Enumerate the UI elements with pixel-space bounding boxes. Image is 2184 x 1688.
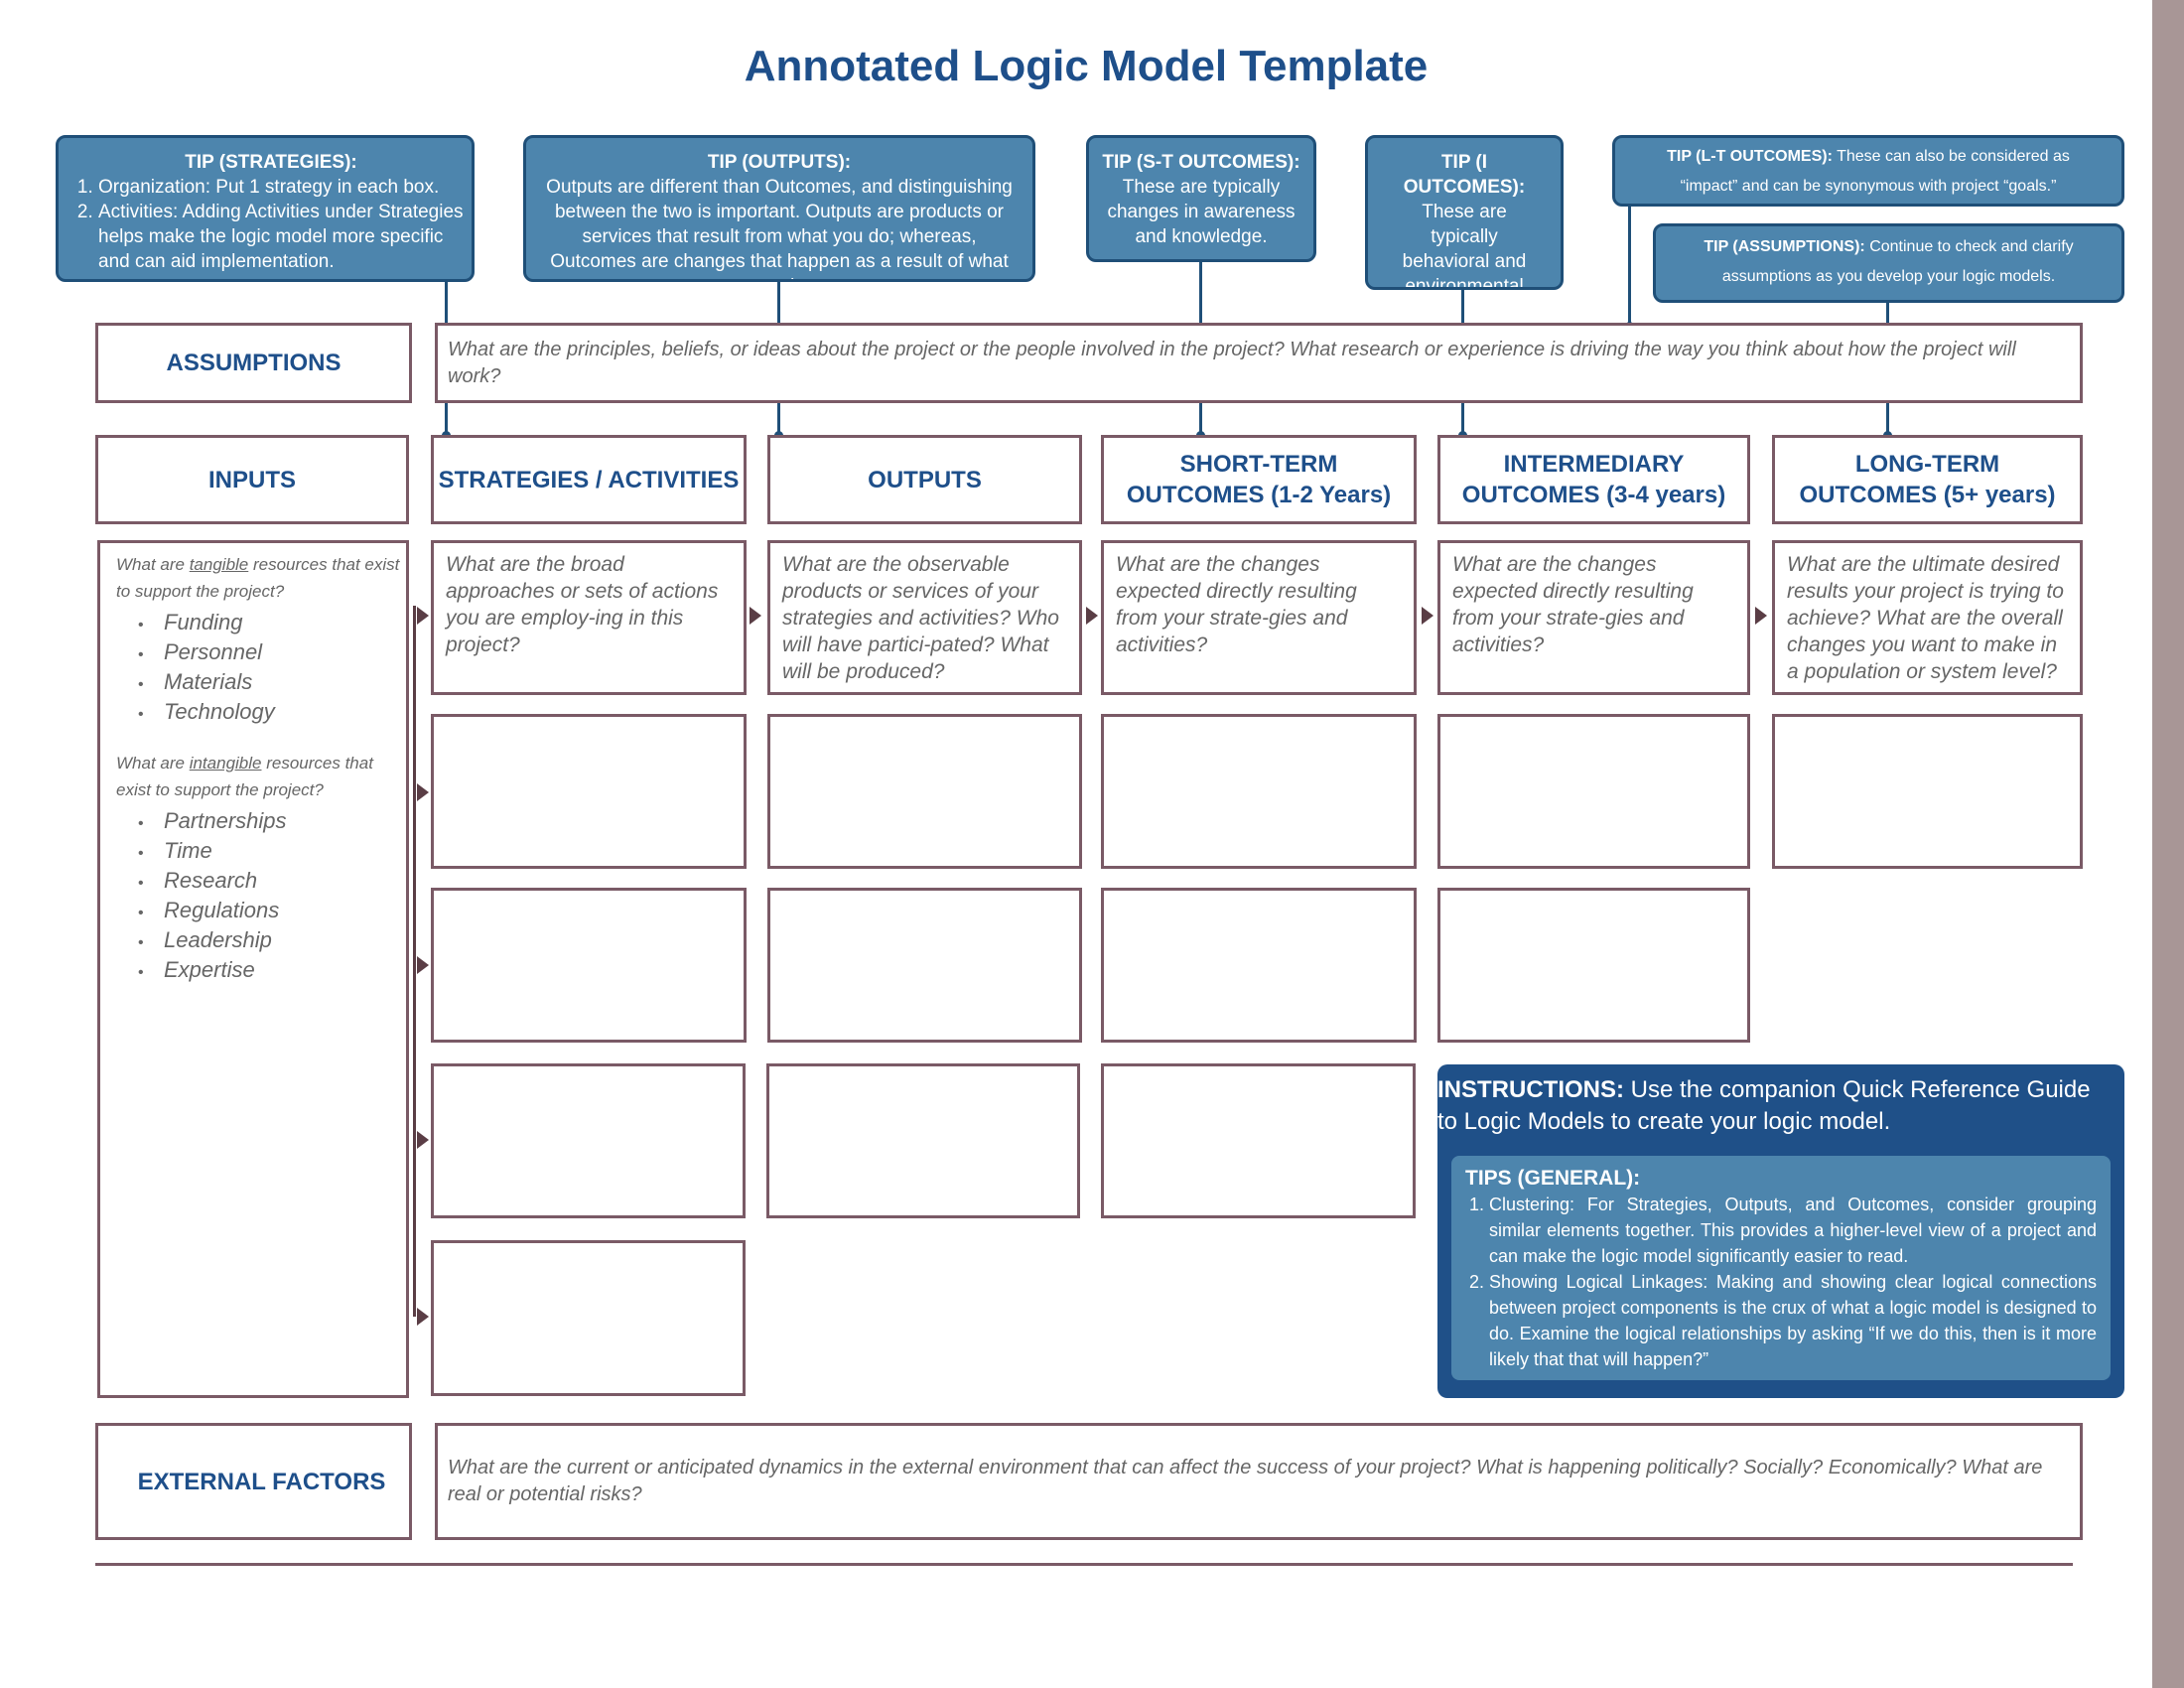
arrow-icon (417, 607, 429, 625)
tip-st-outcomes-heading: TIP (S-T OUTCOMES): (1102, 152, 1300, 173)
outputs-cell-1[interactable]: What are the observable products or serv… (767, 540, 1082, 695)
list-item: Clustering: For Strategies, Outputs, and… (1489, 1192, 2097, 1269)
bottom-divider (95, 1563, 2073, 1566)
arrow-icon (417, 956, 429, 974)
short-term-cell-4[interactable] (1101, 1063, 1416, 1218)
list-item: Research (164, 867, 406, 897)
arrow-icon (1755, 607, 1767, 625)
outputs-header-label: OUTPUTS (868, 466, 982, 493)
tip-strategies: TIP (STRATEGIES): Organization: Put 1 st… (56, 135, 475, 282)
short-term-header: SHORT-TERM OUTCOMES (1-2 Years) (1101, 435, 1417, 524)
assumptions-label-box: ASSUMPTIONS (95, 323, 412, 403)
short-term-cell-1[interactable]: What are the changes expected directly r… (1101, 540, 1417, 695)
outputs-prompt: What are the observable products or serv… (782, 553, 1059, 683)
intangible-question: What are intangible resources that exist… (116, 754, 373, 799)
list-item: Personnel (164, 638, 406, 668)
long-term-cell-1[interactable]: What are the ultimate desired results yo… (1772, 540, 2083, 695)
long-term-cell-2[interactable] (1772, 714, 2083, 869)
strategies-cell-1[interactable]: What are the broad approaches or sets of… (431, 540, 747, 695)
long-term-prompt: What are the ultimate desired results yo… (1787, 553, 2064, 683)
tip-lt-outcomes-heading: TIP (L-T OUTCOMES): (1667, 148, 1833, 165)
strategies-header: STRATEGIES / ACTIVITIES (431, 435, 747, 524)
side-strip (2152, 0, 2184, 1688)
strategies-header-label: STRATEGIES / ACTIVITIES (438, 466, 740, 493)
tip-i-outcomes-heading: TIP (I OUTCOMES): (1403, 152, 1526, 198)
tip-i-outcomes-text: These are typically behavioral and envir… (1402, 202, 1527, 290)
list-item: Funding (164, 609, 406, 638)
strategies-cell-5[interactable] (431, 1240, 746, 1396)
strategies-prompt: What are the broad approaches or sets of… (446, 553, 719, 656)
list-item: Regulations (164, 897, 406, 926)
external-factors-field[interactable]: What are the current or anticipated dyna… (435, 1423, 2083, 1540)
short-term-prompt: What are the changes expected directly r… (1116, 553, 1357, 656)
intermediary-cell-2[interactable] (1437, 714, 1750, 869)
page-title: Annotated Logic Model Template (744, 42, 1429, 90)
tip-strategies-heading: TIP (STRATEGIES): (185, 152, 357, 173)
list-item: Showing Logical Linkages: Making and sho… (1489, 1269, 2097, 1372)
outputs-header: OUTPUTS (767, 435, 1082, 524)
assumptions-label: ASSUMPTIONS (166, 350, 341, 376)
tangible-question: What are tangible resources that exist t… (116, 555, 400, 601)
list-item: Technology (164, 698, 406, 728)
short-term-header-label: SHORT-TERM OUTCOMES (1-2 Years) (1126, 451, 1392, 508)
tip-outputs: TIP (OUTPUTS): Outputs are different tha… (523, 135, 1035, 282)
tangible-list: Funding Personnel Materials Technology (116, 609, 406, 728)
external-factors-label-box: EXTERNAL FACTORS (95, 1423, 412, 1540)
outputs-cell-2[interactable] (767, 714, 1082, 869)
tip-i-outcomes: TIP (I OUTCOMES): These are typically be… (1365, 135, 1564, 290)
arrow-icon (1086, 607, 1098, 625)
short-term-cell-3[interactable] (1101, 888, 1417, 1043)
assumptions-field[interactable]: What are the principles, beliefs, or ide… (435, 323, 2083, 403)
instructions-text: INSTRUCTIONS: Use the companion Quick Re… (1437, 1076, 2091, 1135)
strategies-cell-2[interactable] (431, 714, 747, 869)
assumptions-prompt: What are the principles, beliefs, or ide… (448, 338, 2016, 387)
outputs-cell-4[interactable] (766, 1063, 1080, 1218)
strategies-cell-4[interactable] (431, 1063, 746, 1218)
tip-lt-outcomes: TIP (L-T OUTCOMES): These can also be co… (1612, 135, 2124, 207)
long-term-header-label: LONG-TERM OUTCOMES (5+ years) (1799, 451, 2056, 508)
intermediary-cell-3[interactable] (1437, 888, 1750, 1043)
inputs-header: INPUTS (95, 435, 409, 524)
tips-general-list: Clustering: For Strategies, Outputs, and… (1465, 1192, 2097, 1372)
tip-lt-outcomes-text: These can also be considered as “impact”… (1680, 148, 2070, 195)
intermediary-header-label: INTERMEDIARY OUTCOMES (3-4 years) (1461, 451, 1726, 508)
inputs-header-label: INPUTS (207, 466, 296, 493)
tip-st-outcomes-text: These are typically changes in awareness… (1107, 177, 1296, 247)
tip-assumptions-text: Continue to check and clarify assumption… (1721, 238, 2074, 285)
outputs-cell-3[interactable] (767, 888, 1082, 1043)
tip-st-outcomes: TIP (S-T OUTCOMES): These are typically … (1086, 135, 1316, 262)
tip-outputs-text: Outputs are different than Outcomes, and… (546, 177, 1013, 279)
intermediary-prompt: What are the changes expected directly r… (1452, 553, 1694, 656)
list-item: Expertise (164, 956, 406, 986)
tips-general-panel: TIPS (GENERAL): Clustering: For Strategi… (1451, 1156, 2111, 1380)
arrow-icon (1422, 607, 1433, 625)
long-term-header: LONG-TERM OUTCOMES (5+ years) (1772, 435, 2083, 524)
list-item: Partnerships (164, 807, 406, 837)
connector-line (1628, 207, 1631, 326)
external-factors-prompt: What are the current or anticipated dyna… (448, 1457, 2043, 1505)
external-factors-label: EXTERNAL FACTORS (137, 1468, 386, 1495)
tip-strategies-list: Organization: Put 1 strategy in each box… (76, 175, 466, 274)
arrow-icon (417, 1131, 429, 1149)
tip-strategies-item: Activities: Adding Activities under Stra… (98, 200, 466, 274)
list-item: Materials (164, 668, 406, 698)
intermediary-cell-1[interactable]: What are the changes expected directly r… (1437, 540, 1750, 695)
list-item: Leadership (164, 926, 406, 956)
tip-outputs-heading: TIP (OUTPUTS): (707, 152, 852, 173)
arrow-icon (417, 783, 429, 801)
intangible-list: Partnerships Time Research Regulations L… (116, 807, 406, 986)
tip-assumptions-heading: TIP (ASSUMPTIONS): (1704, 238, 1865, 255)
tips-general-heading: TIPS (GENERAL): (1465, 1167, 1641, 1190)
tip-strategies-item: Organization: Put 1 strategy in each box… (98, 175, 466, 200)
strategies-cell-3[interactable] (431, 888, 747, 1043)
tip-assumptions: TIP (ASSUMPTIONS): Continue to check and… (1653, 223, 2124, 303)
inputs-field[interactable]: What are tangible resources that exist t… (97, 540, 409, 1398)
input-connector-line (413, 606, 416, 1317)
arrow-icon (417, 1308, 429, 1326)
instructions-panel: INSTRUCTIONS: Use the companion Quick Re… (1437, 1064, 2124, 1398)
intermediary-header: INTERMEDIARY OUTCOMES (3-4 years) (1437, 435, 1750, 524)
arrow-icon (750, 607, 761, 625)
list-item: Time (164, 837, 406, 867)
short-term-cell-2[interactable] (1101, 714, 1417, 869)
